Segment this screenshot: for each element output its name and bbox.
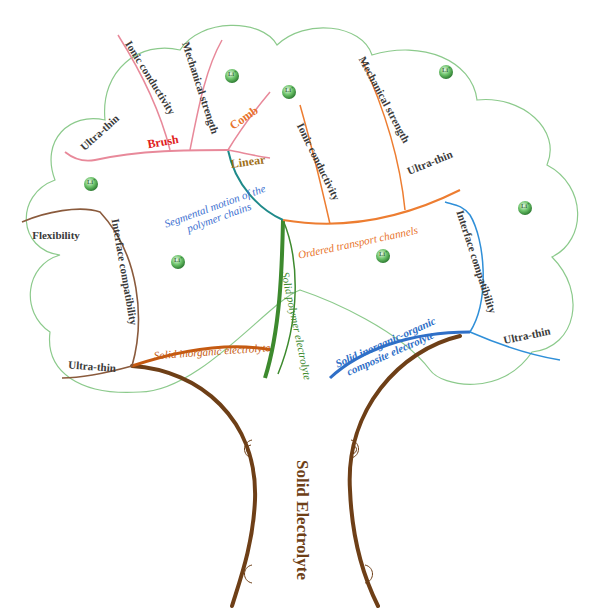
canopy-outline: [26, 25, 577, 392]
ion-label: Li⁺: [87, 179, 95, 186]
property-label: Ionic conductivity: [123, 39, 178, 117]
trunk-knot: [245, 565, 253, 583]
ion-label: Li⁺: [228, 71, 236, 78]
trunk-knot: [365, 565, 373, 583]
branch-label: Solid polymer electrolyte: [279, 271, 313, 381]
ion-label: Li⁺: [285, 87, 293, 94]
ion-label: Li⁺: [174, 257, 182, 264]
property-label: Interface compatibility: [109, 218, 139, 326]
property-label: Flexibility: [32, 230, 80, 242]
property-label: Ultra-thin: [68, 360, 116, 375]
structure-label: Linear: [230, 153, 266, 170]
property-label: Ultra-thin: [502, 325, 551, 346]
mechanism-label: Ordered transport channels: [297, 225, 419, 262]
branch: [283, 190, 460, 224]
trunk: [132, 366, 255, 606]
branch: [22, 209, 138, 366]
branch: [265, 220, 283, 378]
branch: [228, 92, 270, 150]
property-label: Ultra-thin: [406, 149, 455, 178]
ion-label: Li⁺: [521, 203, 529, 210]
property-label: Interface compatibility: [454, 209, 498, 315]
branch: [65, 150, 228, 161]
trunk-knot: [351, 440, 359, 458]
ion-label: Li⁺: [442, 67, 450, 74]
trunk-label: Solid Electrolyte: [293, 460, 311, 580]
branch-label: Solid inorganic electrolyte: [153, 342, 270, 362]
ion-label: Li⁺: [379, 251, 387, 258]
trunk: [350, 336, 460, 606]
structure-label: Brush: [146, 133, 179, 151]
property-label: Mechanical strength: [356, 55, 411, 145]
mechanism-label: Segmental motion of the polymer chains: [152, 179, 282, 245]
structure-label: Comb: [228, 104, 261, 132]
property-label: Ionic conductivity: [294, 121, 341, 202]
trunk-knot: [245, 440, 253, 458]
